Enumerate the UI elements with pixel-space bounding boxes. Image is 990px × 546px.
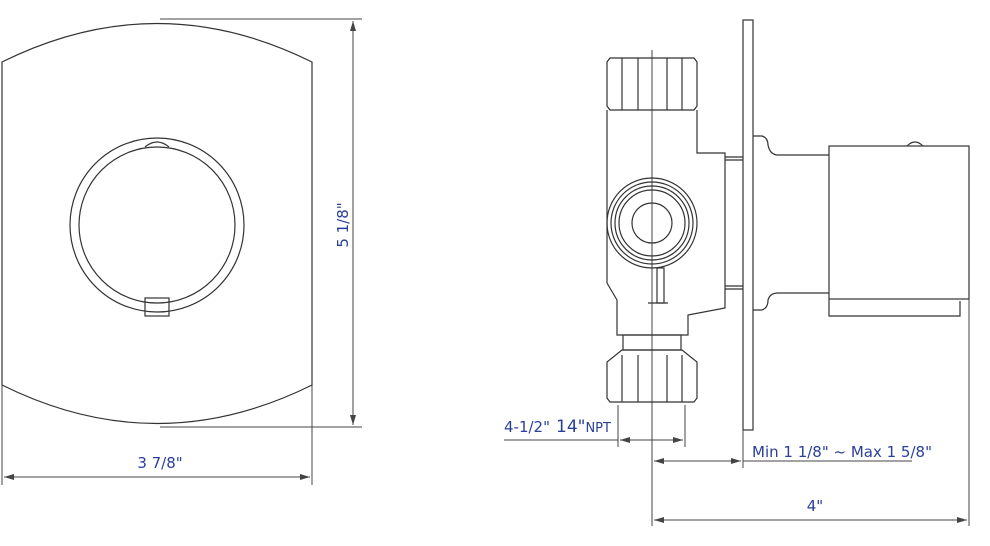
front-view-handle-ring bbox=[69, 137, 245, 317]
width-dimension bbox=[1, 385, 313, 485]
top-nut bbox=[606, 57, 698, 111]
side-handle bbox=[753, 135, 970, 526]
wall-depth-label: Min 1 1/8" ~ Max 1 5/8" bbox=[752, 443, 932, 461]
bottom-nut bbox=[606, 334, 698, 403]
inlet-thread: 14" bbox=[556, 417, 585, 437]
width-label: 3 7/8" bbox=[137, 454, 182, 472]
front-view-trim-plate bbox=[1, 23, 313, 424]
valve-body bbox=[606, 110, 743, 336]
height-label: 5 1/8" bbox=[334, 202, 352, 247]
inlet-label: 4-1/2" 14"NPT bbox=[504, 417, 611, 437]
wall-plate bbox=[742, 19, 754, 431]
wall-depth-dimension bbox=[654, 430, 912, 468]
inlet-thread-suffix: NPT bbox=[585, 421, 611, 436]
total-depth-label: 4" bbox=[807, 497, 823, 515]
height-dimension bbox=[160, 18, 362, 428]
inlet-size: 4-1/2" bbox=[504, 418, 550, 436]
inlet-port bbox=[606, 177, 698, 269]
inlet-dimension bbox=[504, 405, 686, 447]
